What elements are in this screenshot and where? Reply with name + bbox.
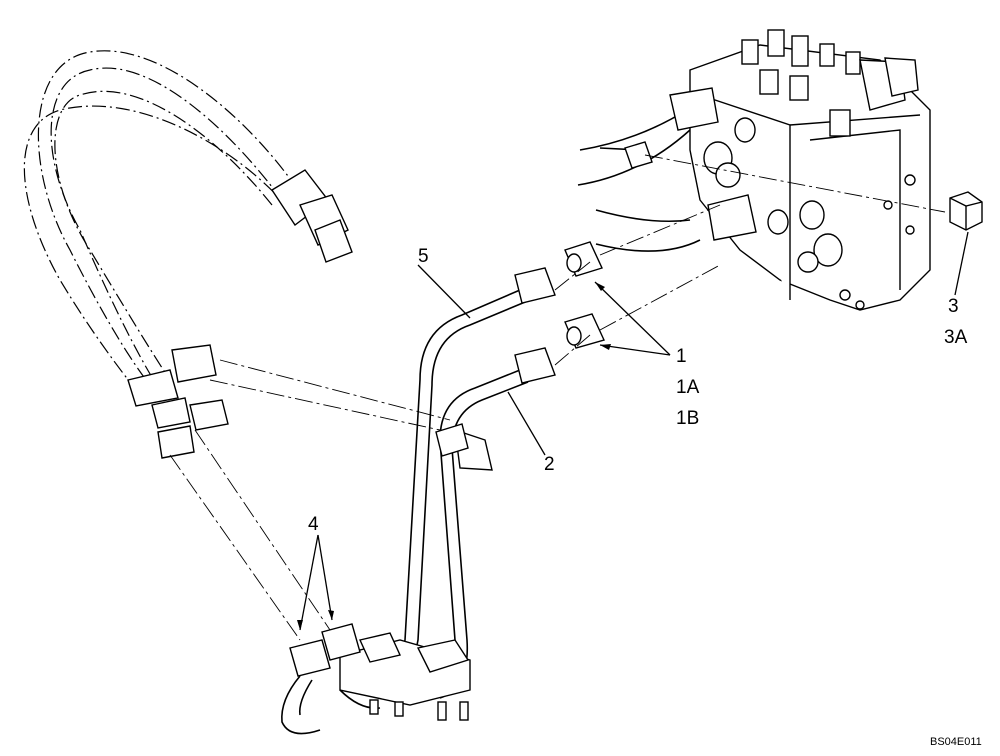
cap-nut: [949, 191, 983, 231]
adapter-fitting-lower: [564, 313, 605, 349]
lower-bracket: [281, 623, 471, 735]
control-valve-assembly: [689, 29, 931, 311]
tube-assembly-2: [429, 347, 556, 699]
figure-reference-code: BS04E011: [930, 736, 982, 748]
adapter-fitting-upper: [564, 241, 603, 277]
callout-3a: 3A: [944, 327, 968, 348]
plug-fitting: [624, 141, 653, 169]
leader-lines: [297, 231, 969, 631]
tube-assembly-5: [379, 267, 556, 681]
callout-5: 5: [418, 246, 429, 267]
callout-1: 1: [676, 346, 687, 367]
callout-4: 4: [308, 514, 319, 535]
existing-hoses: [577, 87, 757, 252]
callout-2: 2: [544, 454, 555, 475]
callout-3: 3: [948, 296, 959, 317]
hose-loops: [23, 50, 451, 641]
callout-1a: 1A: [676, 377, 700, 398]
assembly-centerlines: [554, 154, 946, 366]
callout-1b: 1B: [676, 408, 699, 429]
